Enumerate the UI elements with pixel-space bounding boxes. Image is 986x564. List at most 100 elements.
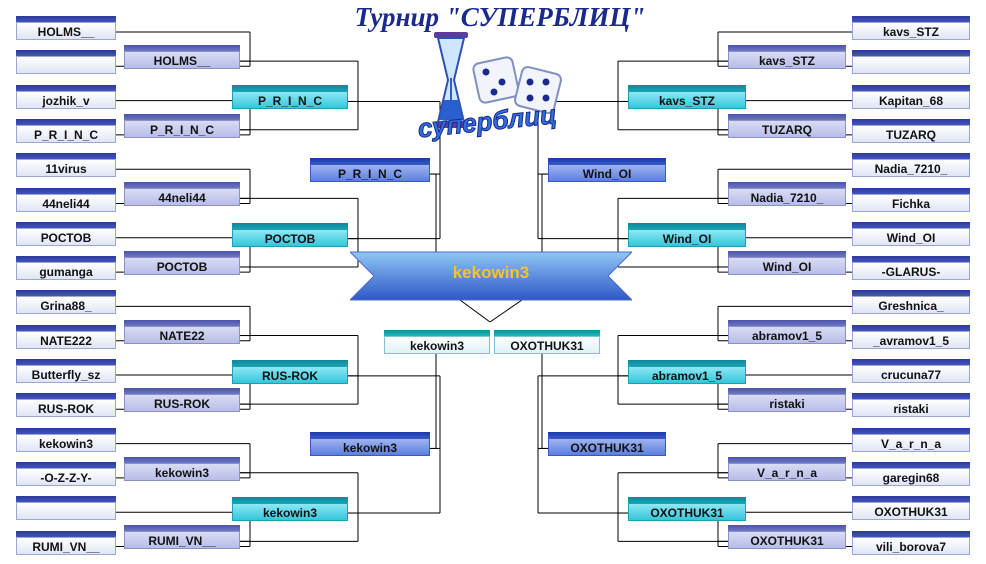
player-name: Wind_OI: [852, 227, 970, 246]
left-r1-slot: [16, 50, 116, 75]
left-r3-slot: kekowin3: [232, 497, 348, 522]
right-r2-slot: Wind_OI: [728, 250, 846, 275]
slot-top: [124, 113, 240, 122]
player-name: abramov1_5: [628, 365, 746, 384]
left-r1-slot: RUMI_VN__: [16, 530, 116, 555]
player-name: kekowin3: [232, 503, 348, 522]
right-r1-slot: V_a_r_n_a: [852, 427, 970, 452]
left-r1-slot: gumanga: [16, 256, 116, 281]
left-r1-slot: P_R_I_N_C: [16, 118, 116, 143]
player-name: Wind_OI: [548, 164, 666, 183]
right-r1-slot: Greshnica_: [852, 290, 970, 315]
right-r1-slot: vili_borova7: [852, 530, 970, 555]
player-name: РОСТОВ: [124, 256, 240, 275]
slot-top: [728, 456, 846, 465]
left-r1-slot: jozhik_v: [16, 84, 116, 109]
player-name: kavs_STZ: [852, 22, 970, 40]
player-name: P_R_I_N_C: [16, 124, 116, 143]
player-name: OXOTHUK31: [852, 502, 970, 521]
slot-top: [852, 84, 970, 93]
right-r1-slot: TUZARQ: [852, 118, 970, 143]
left-r2-slot: РОСТОВ: [124, 250, 240, 275]
player-name: NATE222: [16, 330, 116, 349]
slot-top: [16, 530, 116, 539]
slot-top: [852, 221, 970, 230]
slot-top: [852, 118, 970, 127]
player-name: NATE22: [124, 325, 240, 344]
slot-top: [16, 290, 116, 299]
left-r2-slot: RUMI_VN__: [124, 525, 240, 550]
slot-top: [16, 427, 116, 436]
left-r1-slot: -O-Z-Z-Y-: [16, 461, 116, 486]
right-r1-slot: garegin68: [852, 461, 970, 486]
player-name: OXOTHUK31: [628, 503, 746, 522]
slot-top: [628, 85, 746, 94]
right-r1-slot: OXOTHUK31: [852, 496, 970, 521]
slot-top: [124, 45, 240, 54]
left-r2-slot: kekowin3: [124, 456, 240, 481]
player-name: RUS-ROK: [124, 394, 240, 413]
slot-top: [16, 359, 116, 367]
right-r2-slot: kavs_STZ: [728, 45, 846, 70]
slot-top: [548, 158, 666, 167]
slot-top: [728, 182, 846, 191]
right-semifinal-slot: OXOTHUK31: [494, 330, 600, 354]
left-r1-slot: РОСТОВ: [16, 221, 116, 246]
right-r2-slot: ristaki: [728, 388, 846, 413]
right-r2-slot: TUZARQ: [728, 113, 846, 138]
slot-top: [852, 256, 970, 265]
slot-top: [548, 432, 666, 441]
left-r4-slot: P_R_I_N_C: [310, 158, 430, 183]
player-name: P_R_I_N_C: [124, 119, 240, 138]
left-r2-slot: P_R_I_N_C: [124, 113, 240, 138]
slot-top: [16, 324, 116, 333]
connector-line: [459, 299, 491, 323]
player-name: TUZARQ: [852, 124, 970, 143]
player-name: _avramov1_5: [852, 330, 970, 349]
slot-top: [124, 182, 240, 191]
player-name: TUZARQ: [728, 119, 846, 138]
slot-top: [124, 319, 240, 328]
player-name: RUMI_VN__: [16, 536, 116, 555]
player-name: Fichka: [852, 193, 970, 212]
left-r2-slot: NATE22: [124, 319, 240, 344]
slot-top: [124, 250, 240, 259]
slot-top: [628, 359, 746, 368]
left-r1-slot: 11virus: [16, 153, 116, 178]
player-name: [16, 502, 116, 521]
slot-top: [124, 525, 240, 534]
hourglass-dice-logo: суперблиц: [416, 32, 562, 142]
slot-top: [852, 16, 970, 24]
slot-top: [232, 359, 348, 368]
slot-top: [852, 530, 970, 539]
dice-icon: [472, 56, 562, 114]
player-name: HOLMS__: [16, 22, 116, 40]
player-name: Greshnica_: [852, 296, 970, 315]
player-name: ristaki: [852, 399, 970, 418]
player-name: Nadia_7210_: [852, 159, 970, 178]
left-r1-slot: HOLMS__: [16, 16, 116, 40]
right-r2-slot: Nadia_7210_: [728, 182, 846, 207]
player-name: jozhik_v: [16, 90, 116, 109]
right-r1-slot: Kapitan_68: [852, 84, 970, 109]
player-name: РОСТОВ: [16, 227, 116, 246]
player-name: 11virus: [16, 159, 116, 178]
slot-top: [16, 256, 116, 265]
right-r2-slot: OXOTHUK31: [728, 525, 846, 550]
slot-top: [728, 113, 846, 122]
left-semifinal-slot: kekowin3: [384, 330, 490, 354]
slot-top: [728, 319, 846, 328]
player-name: RUS-ROK: [232, 365, 348, 384]
right-r1-slot: kavs_STZ: [852, 16, 970, 40]
connector-line: [489, 299, 523, 323]
player-name: -GLARUS-: [852, 262, 970, 281]
slot-top: [852, 427, 970, 436]
player-name: kavs_STZ: [628, 91, 746, 110]
right-r1-slot: Fichka: [852, 187, 970, 212]
player-name: gumanga: [16, 262, 116, 281]
right-r3-slot: kavs_STZ: [628, 85, 746, 110]
right-r2-slot: V_a_r_n_a: [728, 456, 846, 481]
slot-top: [16, 221, 116, 230]
slot-top: [384, 330, 490, 338]
